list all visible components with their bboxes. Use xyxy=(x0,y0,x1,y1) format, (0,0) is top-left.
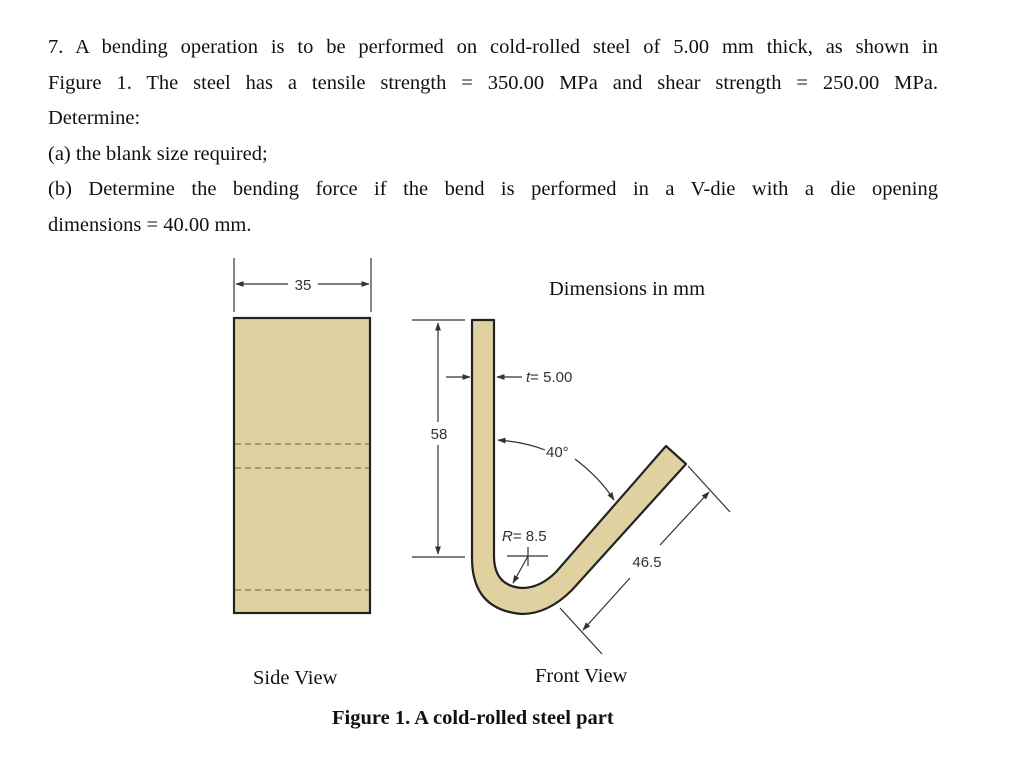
figure-caption: Figure 1. A cold-rolled steel part xyxy=(332,707,614,729)
side-view-blank xyxy=(232,316,372,615)
angle-leader-lower xyxy=(574,458,615,501)
side-view-label: Side View xyxy=(253,667,338,689)
units-note: Dimensions in mm xyxy=(549,278,706,300)
leg-ext-top xyxy=(687,465,731,513)
leg-length-dim: 46.5 xyxy=(632,554,661,571)
front-view-part xyxy=(470,318,688,616)
problem-line-1: 7. A bending operation is to be performe… xyxy=(48,36,938,58)
radius-dim: R= 8.5 xyxy=(502,528,547,545)
height-dim: 58 xyxy=(431,426,448,443)
front-view: 58 t= 5.00 40° R= 8.5 46.5 xyxy=(412,318,731,655)
angle-dim: 40° xyxy=(546,444,569,461)
problem-part-b-line-1: (b) Determine the bending force if the b… xyxy=(48,178,938,200)
problem-line-3: Determine: xyxy=(48,107,141,129)
leg-ext-bottom xyxy=(559,607,603,655)
leg-dim-arrow-down xyxy=(582,577,631,631)
thickness-dim: t= 5.00 xyxy=(526,369,572,386)
problem-part-a: (a) the blank size required; xyxy=(48,142,268,165)
side-view: 35 xyxy=(232,258,372,615)
front-view-label: Front View xyxy=(535,665,628,687)
problem-part-b-line-2: dimensions = 40.00 mm. xyxy=(48,213,252,236)
problem-statement: 7. A bending operation is to be performe… xyxy=(48,30,938,243)
leg-dim-arrow-up xyxy=(659,491,710,546)
side-width-dim: 35 xyxy=(295,277,312,294)
radius-arrow xyxy=(512,555,529,584)
angle-leader-upper xyxy=(497,437,546,451)
problem-line-2: Figure 1. The steel has a tensile streng… xyxy=(48,71,938,94)
